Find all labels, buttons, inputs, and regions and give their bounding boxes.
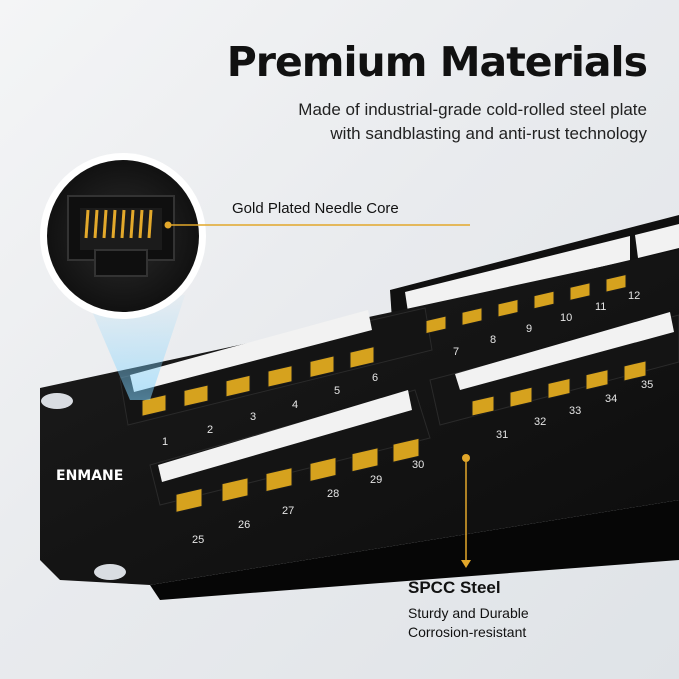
mount-hole-bottom	[94, 564, 126, 580]
port-number: 3	[250, 411, 256, 423]
gold-needle-pins	[84, 209, 153, 239]
port-number: 31	[496, 429, 508, 441]
port-number: 10	[560, 312, 572, 324]
port-number: 8	[490, 334, 496, 346]
callout-dot	[164, 221, 172, 229]
port-number: 11	[595, 301, 606, 313]
spcc-title: SPCC Steel	[408, 578, 501, 597]
port-number: 28	[327, 488, 339, 500]
spcc-pointer-dot	[462, 454, 470, 462]
port-number: 12	[628, 290, 640, 302]
subline-line-1: Made of industrial-grade cold-rolled ste…	[298, 100, 647, 119]
port-number: 25	[192, 534, 204, 546]
spcc-pointer-arrow	[461, 560, 471, 568]
port-number: 1	[162, 436, 168, 448]
subline-line-2: with sandblasting and anti-rust technolo…	[330, 124, 647, 143]
port-number: 5	[334, 385, 340, 397]
port-number: 35	[641, 379, 653, 391]
headline: Premium Materials	[226, 38, 648, 86]
spcc-line-2: Corrosion-resistant	[408, 624, 527, 640]
port-number: 29	[370, 474, 382, 486]
port-jacks	[141, 273, 647, 513]
brand-logo: ENMANE	[56, 468, 123, 484]
port-number: 4	[292, 399, 298, 411]
port-numbers: 1 2 3 4 5 6 7 8 9 10 11 12 25 26 27 28 2…	[162, 290, 653, 546]
port-number: 26	[238, 519, 250, 531]
magnifier-beam	[85, 295, 185, 400]
port-number: 33	[569, 405, 581, 417]
port-number: 30	[412, 459, 424, 471]
port-number: 32	[534, 416, 546, 428]
spcc-info: SPCC Steel Sturdy and Durable Corrosion-…	[408, 578, 529, 642]
port-number: 27	[282, 505, 294, 517]
subline: Made of industrial-grade cold-rolled ste…	[207, 98, 647, 146]
spcc-line-1: Sturdy and Durable	[408, 605, 529, 621]
port-number: 7	[453, 346, 459, 358]
callout-label: Gold Plated Needle Core	[232, 200, 399, 217]
magnifier-closeup	[40, 153, 206, 319]
port-number: 9	[526, 323, 532, 335]
port-number: 6	[372, 372, 378, 384]
port-number: 34	[605, 393, 617, 405]
port-number: 2	[207, 424, 213, 436]
mount-hole-top	[41, 393, 73, 409]
